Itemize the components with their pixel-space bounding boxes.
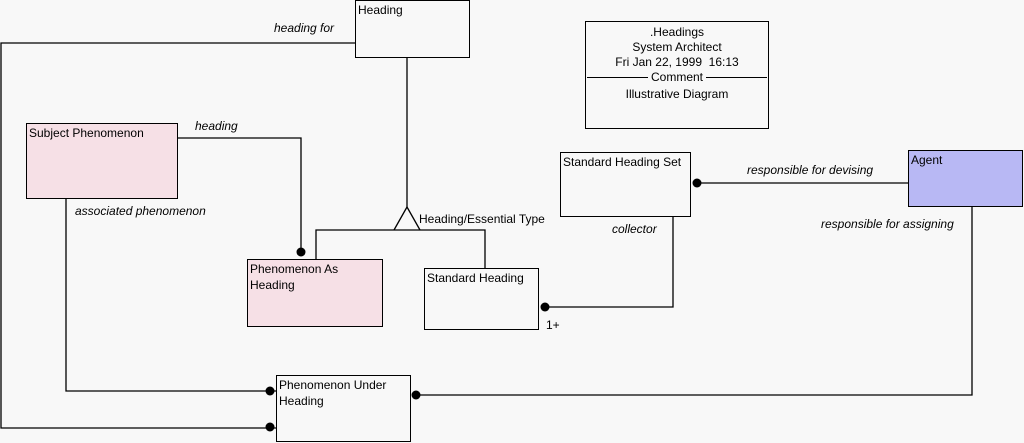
entity-label: Phenomenon Under Heading xyxy=(279,378,387,408)
note-comment: Illustrative Diagram xyxy=(625,87,729,101)
label-associated-phenomenon: associated phenomenon xyxy=(75,204,206,218)
entity-subject-phenomenon[interactable]: Subject Phenomenon xyxy=(26,123,178,199)
diagram-info-note: .Headings System Architect Fri Jan 22, 1… xyxy=(585,21,769,129)
many-dot-icon xyxy=(692,178,702,188)
many-dot-icon xyxy=(296,247,306,257)
connector-collector[interactable] xyxy=(545,216,674,308)
connector-subtype-branches[interactable] xyxy=(315,229,486,268)
label-collector-cardinality: 1+ xyxy=(546,318,560,332)
divider xyxy=(706,77,768,78)
connector-associated-phenomenon[interactable] xyxy=(65,198,277,392)
connector-heading[interactable] xyxy=(178,137,302,252)
entity-label: Standard Heading xyxy=(427,271,524,285)
entity-phenomenon-as-heading[interactable]: Phenomenon As Heading xyxy=(247,259,383,327)
note-date: Fri Jan 22, 1999 16:13 xyxy=(615,55,739,69)
entity-agent[interactable]: Agent xyxy=(908,150,1023,207)
label-collector: collector xyxy=(612,222,657,236)
entity-standard-heading[interactable]: Standard Heading xyxy=(424,268,539,330)
label-responsible-for-devising: responsible for devising xyxy=(747,163,874,177)
note-section-label: Comment xyxy=(651,70,704,84)
connector-heading-for[interactable] xyxy=(0,42,355,429)
entity-heading[interactable]: Heading xyxy=(355,0,470,58)
entity-label: Agent xyxy=(911,153,943,167)
divider xyxy=(587,77,648,78)
many-dot-icon xyxy=(540,302,550,312)
note-title: .Headings xyxy=(649,25,705,39)
many-dot-icon xyxy=(265,422,275,432)
entity-label: Subject Phenomenon xyxy=(29,126,144,140)
entity-standard-heading-set[interactable]: Standard Heading Set xyxy=(560,152,691,217)
label-heading-for: heading for xyxy=(274,21,335,35)
many-dot-icon xyxy=(411,390,421,400)
label-responsible-for-assigning: responsible for assigning xyxy=(821,217,954,231)
entity-phenomenon-under-heading[interactable]: Phenomenon Under Heading xyxy=(276,375,411,442)
label-heading: heading xyxy=(195,119,238,133)
many-dot-icon xyxy=(265,386,275,396)
subtype-triangle-icon xyxy=(393,205,421,231)
entity-label: Phenomenon As Heading xyxy=(250,262,339,292)
entity-label: Heading xyxy=(358,3,403,17)
note-author: System Architect xyxy=(632,40,722,54)
entity-label: Standard Heading Set xyxy=(563,155,682,169)
note-separator: Comment xyxy=(587,70,768,85)
connector-responsible-for-assigning[interactable] xyxy=(416,206,973,396)
label-subtype-category: Heading/Essential Type xyxy=(419,212,545,226)
